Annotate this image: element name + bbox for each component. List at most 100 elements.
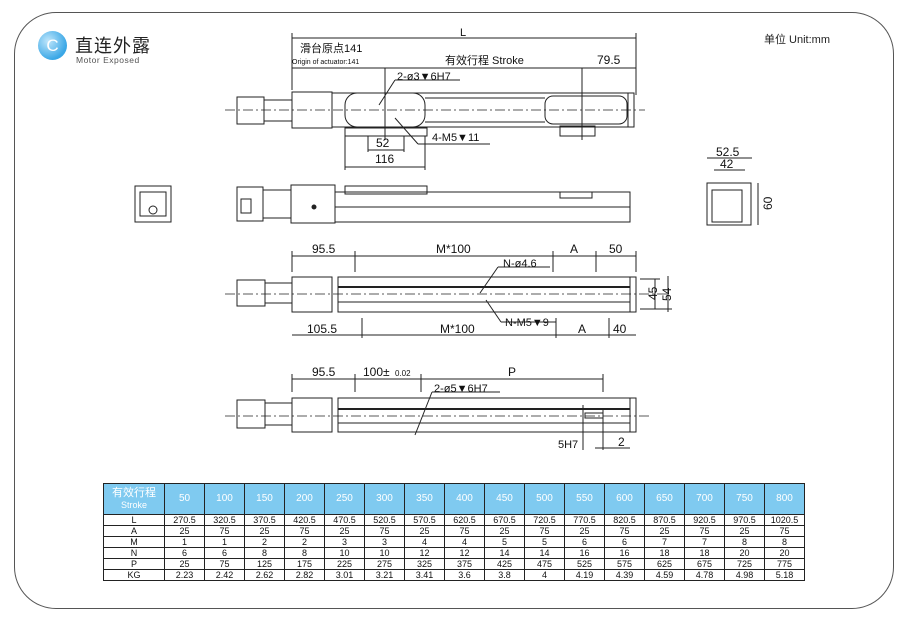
stroke-col-header: 350 [404, 483, 445, 515]
table-cell: 820.5 [604, 514, 645, 526]
table-cell: 4.19 [564, 569, 605, 581]
table-cell: 675 [684, 558, 725, 570]
table-cell: 2.23 [164, 569, 205, 581]
dim-a-bottom: A [578, 322, 586, 336]
pin-label: 2-ø5▼6H7 [434, 383, 488, 395]
table-cell: 75 [284, 525, 325, 537]
sheet-frame [14, 12, 894, 609]
table-cell: 125 [244, 558, 285, 570]
table-cell: 25 [244, 525, 285, 537]
stroke-col-header: 650 [644, 483, 685, 515]
table-cell: 75 [444, 525, 485, 537]
table-cell: 570.5 [404, 514, 445, 526]
table-cell: 25 [164, 558, 205, 570]
unit-label: 单位 Unit:mm [764, 34, 830, 46]
tap-label-bottom: N-M5▼9 [505, 317, 549, 329]
tap-label: 4-M5▼11 [432, 132, 479, 144]
table-cell: 3.01 [324, 569, 365, 581]
table-cell: 3.6 [444, 569, 485, 581]
stroke-label: 有效行程 Stroke [445, 53, 524, 67]
table-cell: 470.5 [324, 514, 365, 526]
table-cell: 270.5 [164, 514, 205, 526]
table-cell: 4.59 [644, 569, 685, 581]
table-cell: 8 [244, 547, 285, 559]
dim-m100-top: M*100 [436, 242, 471, 256]
table-cell: 3.21 [364, 569, 405, 581]
table-cell: 7 [684, 536, 725, 548]
table-cell: 75 [204, 525, 245, 537]
stroke-col-header: 500 [524, 483, 565, 515]
bottom-view: 95.5 M*100 A 50 N-ø4.6 45 54 105.5 M*100… [225, 242, 674, 338]
table-cell: 6 [204, 547, 245, 559]
stroke-col-header: 450 [484, 483, 525, 515]
dim-95-5-pin: 95.5 [312, 365, 336, 379]
table-cell: 6 [564, 536, 605, 548]
stroke-header-cn: 有效行程 [112, 487, 156, 499]
row-label: M [103, 536, 165, 548]
row-label: A [103, 525, 165, 537]
stroke-col-header: 50 [164, 483, 205, 515]
stroke-col-header: 400 [444, 483, 485, 515]
table-cell: 7 [644, 536, 685, 548]
stroke-col-header: 100 [204, 483, 245, 515]
dim-45: 45 [646, 286, 660, 300]
table-cell: 2 [244, 536, 285, 548]
table-cell: 25 [644, 525, 685, 537]
table-cell: 2.62 [244, 569, 285, 581]
table-cell: 275 [364, 558, 405, 570]
table-cell: 75 [524, 525, 565, 537]
table-cell: 25 [564, 525, 605, 537]
table-cell: 75 [764, 525, 805, 537]
table-cell: 20 [724, 547, 765, 559]
dim-50: 50 [609, 242, 623, 256]
table-cell: 870.5 [644, 514, 685, 526]
table-cell: 575 [604, 558, 645, 570]
table-cell: 5.18 [764, 569, 805, 581]
table-cell: 5 [484, 536, 525, 548]
origin-label-cn: 滑台原点141 [300, 41, 362, 55]
dim-a-top: A [570, 242, 578, 256]
table-cell: 2.42 [204, 569, 245, 581]
table-cell: 720.5 [524, 514, 565, 526]
table-cell: 970.5 [724, 514, 765, 526]
page-subtitle: Motor Exposed [76, 55, 140, 65]
pin-hole-label: 2-ø3▼6H7 [397, 71, 451, 83]
table-cell: 520.5 [364, 514, 405, 526]
table-cell: 10 [364, 547, 405, 559]
stroke-col-header: 200 [284, 483, 325, 515]
dim-105-5: 105.5 [307, 322, 337, 336]
table-cell: 16 [604, 547, 645, 559]
stroke-col-header: 150 [244, 483, 285, 515]
table-cell: 75 [604, 525, 645, 537]
table-cell: 8 [724, 536, 765, 548]
table-cell: 3.41 [404, 569, 445, 581]
dim-100: 100± [363, 365, 390, 379]
stroke-col-header: 700 [684, 483, 725, 515]
table-cell: 25 [404, 525, 445, 537]
dim-m100-bottom: M*100 [440, 322, 475, 336]
table-cell: 14 [524, 547, 565, 559]
dim-42: 42 [720, 157, 734, 171]
table-cell: 225 [324, 558, 365, 570]
table-cell: 670.5 [484, 514, 525, 526]
table-cell: 20 [764, 547, 805, 559]
table-cell: 25 [164, 525, 205, 537]
table-cell: 770.5 [564, 514, 605, 526]
stroke-col-header: 550 [564, 483, 605, 515]
table-cell: 6 [164, 547, 205, 559]
table-cell: 75 [364, 525, 405, 537]
dim-2: 2 [618, 435, 625, 449]
table-cell: 25 [484, 525, 525, 537]
table-cell: 775 [764, 558, 805, 570]
table-cell: 320.5 [204, 514, 245, 526]
table-cell: 175 [284, 558, 325, 570]
table-cell: 420.5 [284, 514, 325, 526]
dim-60: 60 [761, 196, 775, 210]
table-cell: 2 [284, 536, 325, 548]
table-cell: 25 [324, 525, 365, 537]
table-cell: 4.78 [684, 569, 725, 581]
table-cell: 3 [324, 536, 365, 548]
